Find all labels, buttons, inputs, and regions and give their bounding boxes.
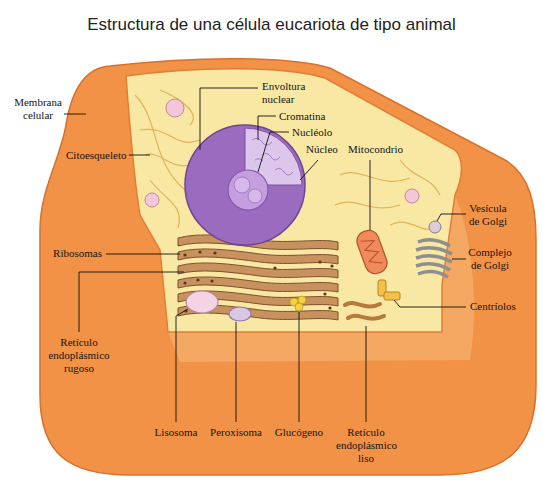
cell-body	[40, 59, 536, 475]
nucleus	[185, 125, 305, 245]
part-label: Complejo de Golgi	[464, 246, 516, 272]
part-label: Nucléolo	[292, 126, 348, 139]
part-label: Mitocondrio	[348, 143, 410, 156]
rough-er	[178, 235, 338, 320]
centrioles	[378, 280, 400, 300]
part-label: Citoesqueleto	[66, 149, 126, 162]
leader-lines	[64, 88, 466, 422]
part-label: Lisosoma	[148, 426, 204, 439]
part-label: Vesícula de Golgi	[464, 202, 512, 228]
peroxisome	[229, 307, 251, 321]
ribosomes	[183, 250, 333, 312]
part-label: Núcleo	[306, 143, 344, 156]
golgi-vesicle	[429, 221, 441, 233]
mitochondrion	[354, 228, 390, 277]
part-label: Cromatina	[279, 110, 339, 123]
part-label: Centríolos	[470, 300, 530, 313]
part-label: Peroxisoma	[208, 426, 264, 439]
part-label: Retículo endoplásmico rugoso	[44, 336, 114, 375]
part-label: Membrana celular	[10, 96, 66, 122]
lysosome	[186, 291, 218, 313]
cytoplasm	[126, 69, 461, 332]
part-label: Glucógeno	[272, 426, 326, 439]
golgi-complex	[416, 240, 452, 277]
part-label: Envoltura nuclear	[262, 80, 320, 106]
part-label: Retículo endoplásmico liso	[336, 426, 396, 465]
glycogen	[290, 296, 306, 311]
part-label: Ribosomas	[40, 247, 102, 260]
diagram-title: Estructura de una célula eucariota de ti…	[0, 14, 543, 36]
smooth-er	[345, 303, 384, 319]
